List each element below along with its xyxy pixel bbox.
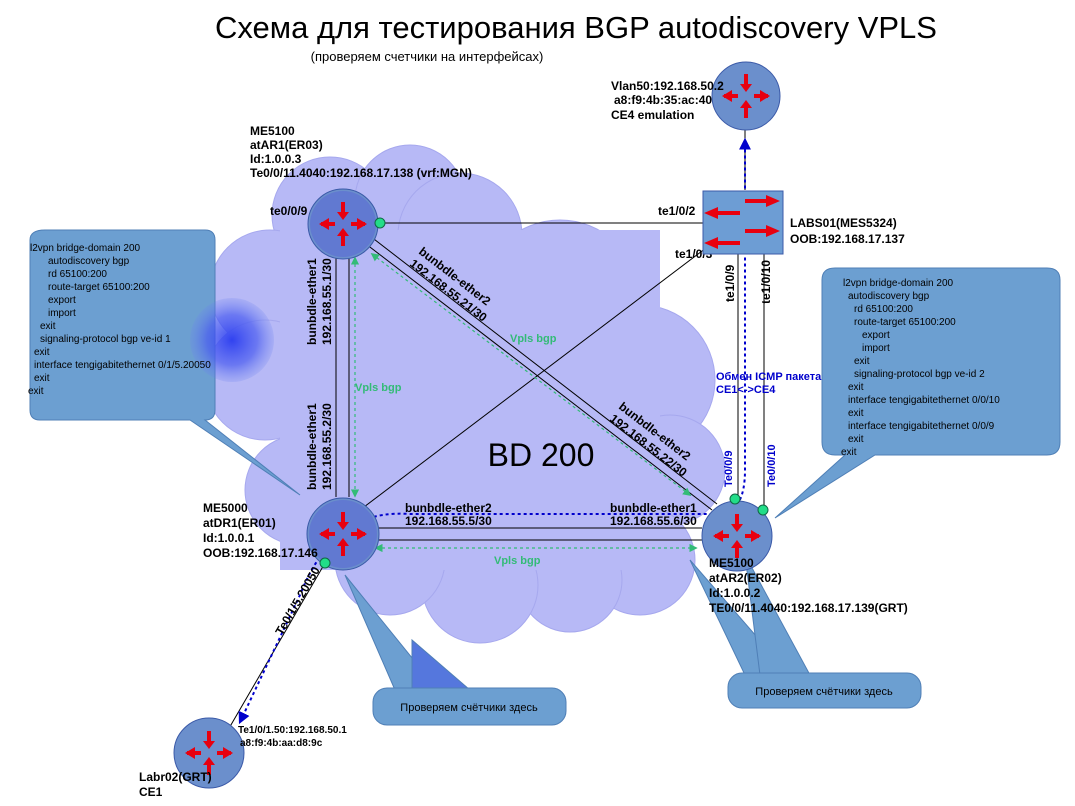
svg-text:Labr02(GRT): Labr02(GRT) bbox=[139, 770, 212, 784]
page-title: Схема для тестирования BGP autodiscovery… bbox=[215, 10, 937, 45]
left-config-line-8: exit bbox=[34, 347, 50, 358]
right-config-line-2: rd 65100:200 bbox=[854, 304, 913, 315]
right-config-line-6: exit bbox=[854, 356, 870, 367]
right-config-line-0: l2vpn bridge-domain 200 bbox=[843, 278, 954, 289]
right-config-line-11: interface tengigabitethernet 0/0/9 bbox=[848, 421, 995, 432]
switch-icon bbox=[704, 195, 780, 249]
left-config-line-5: import bbox=[48, 308, 76, 319]
right-config-line-8: exit bbox=[848, 382, 864, 393]
port-labs-te2: te1/0/2 bbox=[658, 204, 696, 218]
link-dr1-ar2-a-name: bunbdle-ether2 bbox=[405, 501, 492, 515]
right-config-line-3: route-target 65100:200 bbox=[854, 317, 956, 328]
svg-text:OOB:192.168.17.146: OOB:192.168.17.146 bbox=[203, 546, 318, 560]
label-ar2: ME5100 atAR2(ER02) Id:1.0.0.2 TE0/0/11.4… bbox=[709, 556, 908, 615]
link-dr1-ar2-b-name: bunbdle-ether1 bbox=[610, 501, 697, 515]
router-ar1 bbox=[307, 188, 379, 260]
svg-text:atAR2(ER02): atAR2(ER02) bbox=[709, 571, 782, 585]
port-labs-te10: te1/0/10 bbox=[759, 260, 773, 304]
right-config-line-4: export bbox=[862, 330, 890, 341]
link-dr1-ar2-b-ip: 192.168.55.6/30 bbox=[610, 514, 697, 528]
svg-text:atDR1(ER01): atDR1(ER01) bbox=[203, 516, 276, 530]
router-ce1 bbox=[173, 717, 245, 789]
svg-text:LABS01(MES5324): LABS01(MES5324) bbox=[790, 216, 897, 230]
svg-text:TE0/0/11.4040:192.168.17.139(G: TE0/0/11.4040:192.168.17.139(GRT) bbox=[709, 601, 908, 615]
vpls-label-2: Vpls bgp bbox=[510, 333, 557, 345]
label-ce1: Te1/0/1.50:192.168.50.1 a8:f9:4b:aa:d8:9… bbox=[139, 725, 347, 799]
right-config-line-5: import bbox=[862, 343, 890, 354]
left-config-line-1: autodiscovery bgp bbox=[48, 256, 130, 267]
check-left-label: Проверяем счётчики здесь bbox=[400, 702, 538, 714]
svg-text:Id:1.0.0.1: Id:1.0.0.1 bbox=[203, 531, 255, 545]
page-subtitle: (проверяем счетчики на интерфейсах) bbox=[311, 49, 544, 64]
svg-text:ME5100: ME5100 bbox=[709, 556, 754, 570]
callout-right-config: l2vpn bridge-domain 200 autodiscovery bg… bbox=[774, 267, 1061, 519]
left-config-line-7: signaling-protocol bgp ve-id 1 bbox=[40, 334, 171, 345]
bd-label: BD 200 bbox=[488, 437, 595, 473]
router-ce4 bbox=[711, 61, 781, 131]
link-dr1-ar2-a-ip: 192.168.55.5/30 bbox=[405, 514, 492, 528]
svg-text:Id:1.0.0.2: Id:1.0.0.2 bbox=[709, 586, 761, 600]
link-ar1-dr1-b-name: bunbdle-ether1 bbox=[305, 403, 319, 490]
port-dr1-te: Te0/1/5.20050 bbox=[272, 564, 323, 638]
label-labs01: LABS01(MES5324) OOB:192.168.17.137 bbox=[790, 216, 905, 246]
link-ar1-dr1-a-name: bunbdle-ether1 bbox=[305, 258, 319, 345]
left-config-line-10: exit bbox=[34, 373, 50, 384]
svg-text:Te0/0/11.4040:192.168.17.138 (: Te0/0/11.4040:192.168.17.138 (vrf:MGN) bbox=[250, 166, 472, 180]
svg-text:CE4 emulation: CE4 emulation bbox=[611, 108, 694, 122]
link-ar1-dr1-a-ip: 192.168.55.1/30 bbox=[320, 258, 334, 345]
svg-text:Vlan50:192.168.50.2: Vlan50:192.168.50.2 bbox=[611, 79, 724, 93]
svg-text:OOB:192.168.17.137: OOB:192.168.17.137 bbox=[790, 232, 905, 246]
port-labs-te9: te1/0/9 bbox=[723, 264, 737, 302]
callout-left-config: l2vpn bridge-domain 200 autodiscovery bg… bbox=[28, 229, 301, 496]
switch-labs01 bbox=[702, 190, 784, 255]
svg-text:ME5000: ME5000 bbox=[203, 501, 248, 515]
right-config-line-7: signaling-protocol bgp ve-id 2 bbox=[854, 369, 985, 380]
port-ar2-te9: Te0/0/9 bbox=[723, 451, 735, 488]
vpls-label-1: Vpls bgp bbox=[355, 382, 402, 394]
bd-cloud bbox=[204, 144, 726, 644]
left-config-line-2: rd 65100:200 bbox=[48, 269, 107, 280]
icmp-label-1: Обмен ICMP пакетами bbox=[716, 371, 836, 383]
link-ar1-dr1-b-ip: 192.168.55.2/30 bbox=[320, 403, 334, 490]
port-ar2-te10: Te0/0/10 bbox=[766, 444, 778, 487]
right-config-line-12: exit bbox=[848, 434, 864, 445]
icmp-label-2: CE1<->CE4 bbox=[716, 384, 776, 396]
check-right-label: Проверяем счётчики здесь bbox=[755, 686, 893, 698]
left-config-line-3: route-target 65100:200 bbox=[48, 282, 150, 293]
right-config-line-13: exit bbox=[841, 447, 857, 458]
svg-text:atAR1(ER03): atAR1(ER03) bbox=[250, 138, 323, 152]
right-config-line-1: autodiscovery bgp bbox=[848, 291, 930, 302]
svg-text:Id:1.0.0.3: Id:1.0.0.3 bbox=[250, 152, 302, 166]
port-ar1-te9: te0/0/9 bbox=[270, 204, 308, 218]
svg-text:Te1/0/1.50:192.168.50.1: Te1/0/1.50:192.168.50.1 bbox=[238, 725, 347, 736]
svg-text:a8:f9:4b:aa:d8:9c: a8:f9:4b:aa:d8:9c bbox=[240, 738, 323, 749]
label-ar1: ME5100 atAR1(ER03) Id:1.0.0.3 Te0/0/11.4… bbox=[250, 124, 472, 180]
label-ce4: Vlan50:192.168.50.2 a8:f9:4b:35:ac:40 CE… bbox=[611, 79, 724, 122]
svg-text:CE1: CE1 bbox=[139, 785, 163, 799]
left-config-line-11: exit bbox=[28, 386, 44, 397]
svg-text:ME5100: ME5100 bbox=[250, 124, 295, 138]
callout-check-right: Проверяем счётчики здесь bbox=[689, 554, 922, 709]
svg-text:a8:f9:4b:35:ac:40: a8:f9:4b:35:ac:40 bbox=[614, 93, 712, 107]
router-dr1 bbox=[306, 497, 380, 571]
left-config-line-4: export bbox=[48, 295, 76, 306]
right-config-line-10: exit bbox=[848, 408, 864, 419]
right-config-line-9: interface tengigabitethernet 0/0/10 bbox=[848, 395, 1000, 406]
port-dots bbox=[319, 217, 769, 569]
vpls-label-3: Vpls bgp bbox=[494, 555, 541, 567]
callout-check-left: Проверяем счётчики здесь bbox=[344, 574, 567, 726]
left-config-line-6: exit bbox=[40, 321, 56, 332]
label-dr1: ME5000 atDR1(ER01) Id:1.0.0.1 OOB:192.16… bbox=[203, 501, 318, 560]
left-config-line-0: l2vpn bridge-domain 200 bbox=[30, 243, 141, 254]
left-config-line-9: interface tengigabitethernet 0/1/5.20050 bbox=[34, 360, 211, 371]
